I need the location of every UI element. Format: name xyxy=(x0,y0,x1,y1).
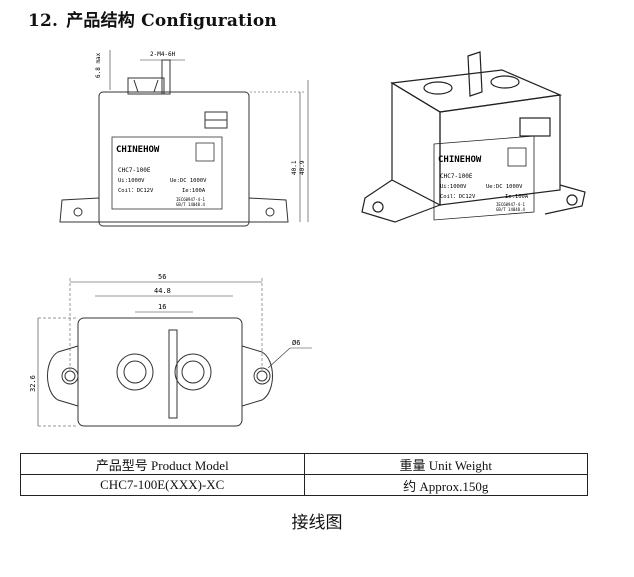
section-number: 12. xyxy=(28,11,59,31)
iso-std1: IEC60947-4-1 xyxy=(496,202,525,207)
iso-ue: Ue:DC 1000V xyxy=(486,184,523,190)
front-brand: CHINEHOW xyxy=(116,145,160,155)
dim-width-16: 16 xyxy=(158,303,166,311)
dim-top-label: 2-M4-6H xyxy=(150,51,176,58)
front-std2: GB/T 14048.4 xyxy=(176,202,205,207)
spec-table: 产品型号 Product Model 重量 Unit Weight CHC7-1… xyxy=(20,453,588,496)
table-header: 产品型号 Product Model xyxy=(20,453,305,475)
iso-brand: CHINEHOW xyxy=(438,155,482,165)
front-ie: Ie:100A xyxy=(182,188,206,194)
table-header-row: 产品型号 Product Model 重量 Unit Weight xyxy=(20,453,588,475)
iso-std2: GB/T 14048.4 xyxy=(496,207,525,212)
dim-width-44: 44.8 xyxy=(154,287,171,295)
table-cell: 约 Approx.150g xyxy=(303,474,588,496)
front-ue: Ue:DC 1000V xyxy=(170,178,207,184)
section-title: 产品结构 Configuration xyxy=(66,11,277,31)
dim-height-2: 40.9 xyxy=(299,160,306,175)
front-ui: Ui:1000V xyxy=(118,178,145,184)
dim-width-56: 56 xyxy=(158,273,166,281)
iso-model: CHC7-100E xyxy=(440,173,473,180)
section-heading: 12. 产品结构 Configuration xyxy=(28,6,277,31)
iso-ie: Ie:100A xyxy=(505,194,529,200)
table-header: 重量 Unit Weight xyxy=(303,453,588,475)
dim-height-1: 40.1 xyxy=(291,160,298,175)
table-row: CHC7-100E(XXX)-XC 约 Approx.150g xyxy=(20,474,588,496)
wiring-diagram-caption: 接线图 xyxy=(291,513,343,533)
iso-coil: Coil：DC12V xyxy=(440,194,476,200)
front-std1: IEC60947-4-1 xyxy=(176,197,205,202)
front-model: CHC7-100E xyxy=(118,167,151,174)
iso-ui: Ui:1000V xyxy=(440,184,467,190)
dim-hole-dia: Ø6 xyxy=(292,339,300,347)
table-cell: CHC7-100E(XXX)-XC xyxy=(20,474,305,496)
dim-height-32: 32.6 xyxy=(29,375,37,392)
dim-left-label: 6.8 max xyxy=(95,52,102,78)
front-coil: Coil：DC12V xyxy=(118,188,154,194)
